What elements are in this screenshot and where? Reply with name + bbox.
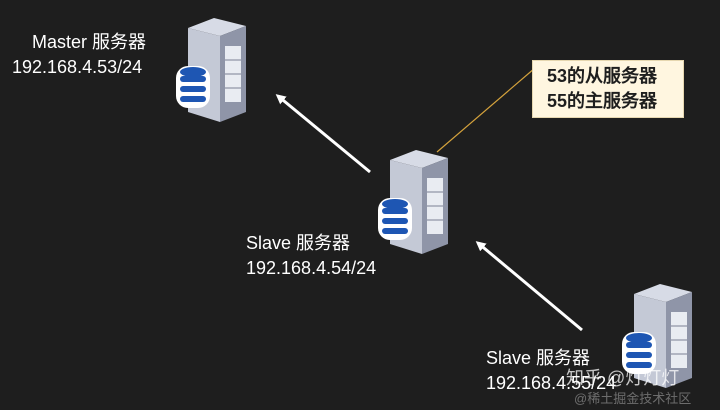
arrow-slave1-to-master	[275, 94, 371, 174]
role-callout: 53的从服务器 55的主服务器	[532, 60, 684, 118]
slave1-server-icon	[378, 150, 448, 254]
watermark-main: 知乎 @灯灯灯	[566, 368, 680, 388]
master-title: Master 服务器	[32, 32, 147, 52]
slave2-title: Slave 服务器	[486, 348, 591, 368]
callout-line-2: 55的主服务器	[547, 91, 658, 111]
slave1-ip: 192.168.4.54/24	[246, 258, 377, 278]
slave1-title: Slave 服务器	[246, 233, 351, 253]
master-ip: 192.168.4.53/24	[12, 57, 143, 77]
master-label: Master 服务器	[32, 30, 146, 54]
slave2-ip: 192.168.4.55/24	[486, 373, 617, 393]
callout-leader-line	[436, 67, 536, 153]
slave2-server-icon	[622, 284, 692, 388]
master-server-icon	[176, 18, 246, 122]
watermark-sub: @稀土掘金技术社区	[574, 391, 692, 406]
arrow-slave2-to-slave1	[475, 241, 583, 332]
callout-line-1: 53的从服务器	[547, 66, 658, 86]
